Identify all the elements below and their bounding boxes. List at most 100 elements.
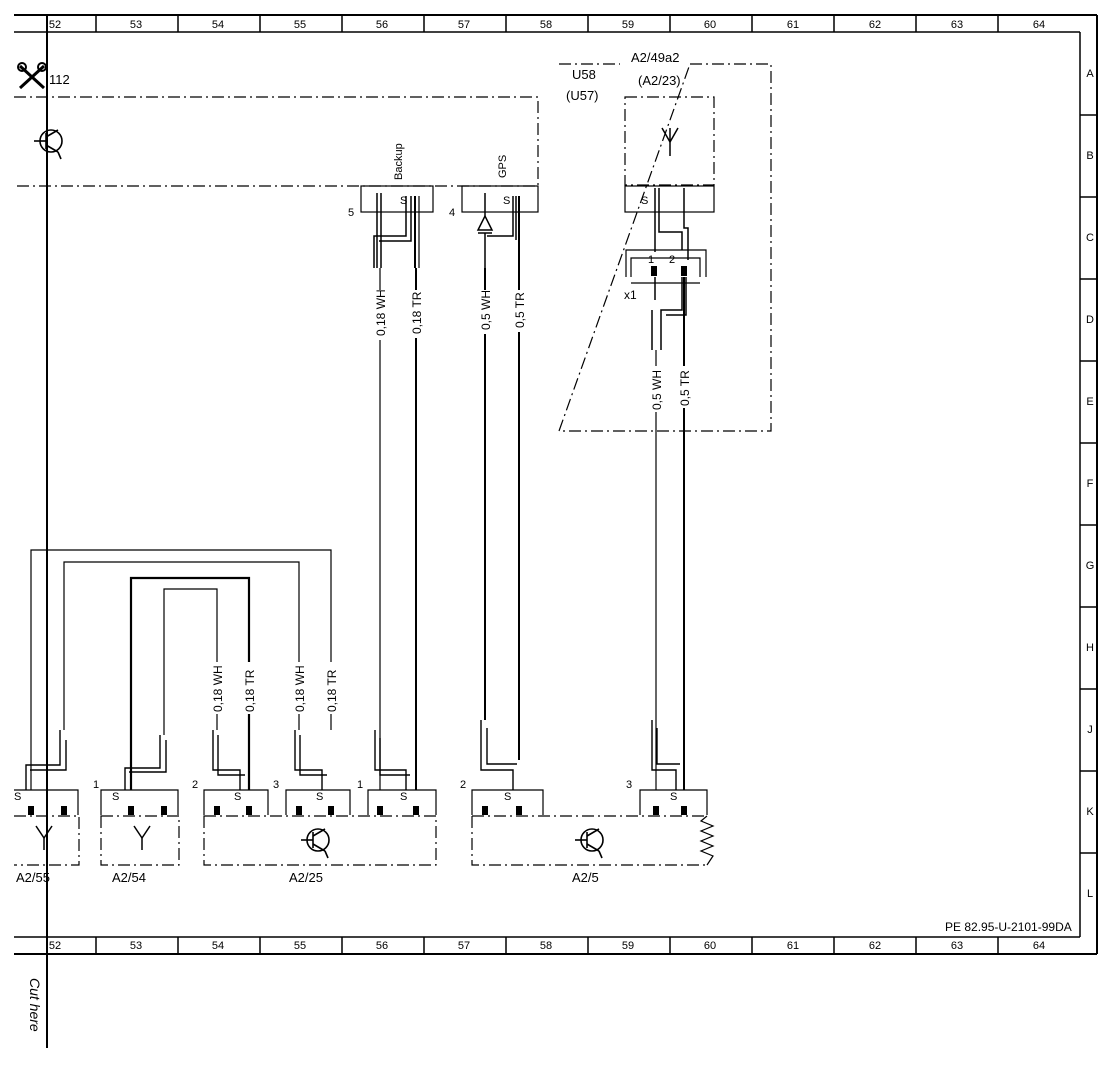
- module-name-alt: (A2/23): [638, 73, 681, 88]
- col-label: 53: [130, 940, 142, 952]
- antenna-icon: [133, 825, 151, 850]
- col-label: 55: [294, 940, 306, 952]
- pin-terminal: [161, 806, 167, 815]
- connector-label: Backup: [393, 143, 405, 180]
- pin-terminal: [516, 806, 522, 815]
- col-label: 63: [951, 19, 963, 31]
- col-label: 52: [49, 940, 61, 952]
- wire-label-backup-tr: 0,18 TR: [410, 290, 424, 338]
- row-label: J: [1087, 724, 1093, 736]
- column-labels-bottom: 52 53 54 55 56 57 58 59 60 61 62 63 64: [49, 940, 1045, 952]
- pin-number: 2: [669, 254, 675, 266]
- pin-number: 1: [357, 779, 363, 791]
- row-label: K: [1086, 806, 1094, 818]
- svg-text:0,5 TR: 0,5 TR: [513, 292, 527, 328]
- pin-number: 3: [626, 779, 632, 791]
- pin-terminal: [246, 806, 252, 815]
- diagram-frame: [14, 14, 1098, 1048]
- pin-number: 1: [648, 254, 654, 266]
- col-label: 62: [869, 19, 881, 31]
- row-label: L: [1087, 888, 1093, 900]
- module-u58: U58 (U57) A2/49a2 (A2/23) S 1 2 x1: [558, 50, 772, 790]
- col-label: 62: [869, 940, 881, 952]
- cut-marker-number: 112: [49, 72, 70, 87]
- col-label: 63: [951, 940, 963, 952]
- connector-label: GPS: [497, 155, 509, 178]
- col-label: 52: [49, 19, 61, 31]
- pin-terminal: [377, 806, 383, 815]
- shield-label: S: [112, 791, 119, 803]
- pin-number: 5: [348, 207, 354, 219]
- component-name: A2/5: [572, 870, 599, 885]
- component-name: A2/55: [16, 870, 50, 885]
- connector-x1: 1 2 x1: [624, 249, 707, 302]
- wire-label-middle: 0,18 WH 0,18 TR 0,18 WH 0,18 TR: [211, 662, 339, 714]
- cut-here-text: Cut here: [27, 978, 43, 1032]
- pin-number: 2: [192, 779, 198, 791]
- shield-label: S: [400, 195, 407, 207]
- col-label: 56: [376, 940, 388, 952]
- svg-text:0,5 WH: 0,5 WH: [650, 370, 664, 410]
- component-a2-55: S A2/55: [14, 789, 80, 885]
- row-label: E: [1086, 396, 1093, 408]
- pin-number: 3: [273, 779, 279, 791]
- col-label: 54: [212, 19, 224, 31]
- wire-label-gps-wh: 0,5 WH: [479, 290, 493, 334]
- component-name: A2/25: [289, 870, 323, 885]
- pin-terminal: [653, 806, 659, 815]
- row-dividers: [1080, 114, 1097, 854]
- ground-symbol-icon: [34, 129, 63, 160]
- col-label: 53: [130, 19, 142, 31]
- col-label: 64: [1033, 19, 1045, 31]
- row-label: C: [1086, 232, 1094, 244]
- svg-text:0,18 TR: 0,18 TR: [243, 669, 257, 712]
- row-label: B: [1086, 150, 1093, 162]
- col-label: 58: [540, 940, 552, 952]
- svg-text:0,18 TR: 0,18 TR: [410, 291, 424, 334]
- column-dividers: [95, 15, 999, 954]
- col-label: 54: [212, 940, 224, 952]
- row-label: D: [1086, 314, 1094, 326]
- pin-terminal: [296, 806, 302, 815]
- antenna-icon: [661, 127, 679, 156]
- pin-terminal: [61, 806, 67, 815]
- pin-terminal: [328, 806, 334, 815]
- wire-label-module-tr: 0,5 TR: [678, 366, 692, 408]
- col-label: 55: [294, 19, 306, 31]
- row-label: A: [1086, 68, 1094, 80]
- pin-terminal: [128, 806, 134, 815]
- svg-text:0,5 TR: 0,5 TR: [678, 370, 692, 406]
- col-label: 57: [458, 19, 470, 31]
- pin-terminal: [482, 806, 488, 815]
- shield-label: S: [641, 195, 648, 207]
- connector-name: x1: [624, 288, 637, 302]
- shield-label: S: [503, 195, 510, 207]
- col-label: 60: [704, 19, 716, 31]
- svg-text:0,18 WH: 0,18 WH: [374, 289, 388, 336]
- pin-number: 1: [93, 779, 99, 791]
- wire-label-backup-wh: 0,18 WH: [374, 289, 388, 340]
- col-label: 61: [787, 940, 799, 952]
- svg-text:0,18 TR: 0,18 TR: [325, 669, 339, 712]
- document-reference: PE 82.95-U-2101-99DA: [945, 920, 1072, 934]
- pin-terminal: [214, 806, 220, 815]
- pin-terminal: [413, 806, 419, 815]
- shield-pigtails: [25, 720, 680, 790]
- col-label: 58: [540, 19, 552, 31]
- col-label: 57: [458, 940, 470, 952]
- module-code: U58: [572, 67, 596, 82]
- col-label: 56: [376, 19, 388, 31]
- row-label: G: [1086, 560, 1095, 572]
- wire-label-module-wh: 0,5 WH: [650, 366, 664, 412]
- svg-text:0,5 WH: 0,5 WH: [479, 290, 493, 330]
- crossover-wires: [30, 549, 332, 790]
- row-label: H: [1086, 642, 1094, 654]
- backup-connector: 5 Backup S: [348, 143, 434, 790]
- shield-label: S: [400, 791, 407, 803]
- antenna-icon: [35, 825, 53, 850]
- row-labels: A B C D E F G H J K L: [1086, 68, 1095, 900]
- component-a2-5: 2 3 S S A2/5: [460, 779, 715, 885]
- component-a2-25: 2 3 1 S S S A2/25: [192, 779, 437, 885]
- pin-number: 2: [460, 779, 466, 791]
